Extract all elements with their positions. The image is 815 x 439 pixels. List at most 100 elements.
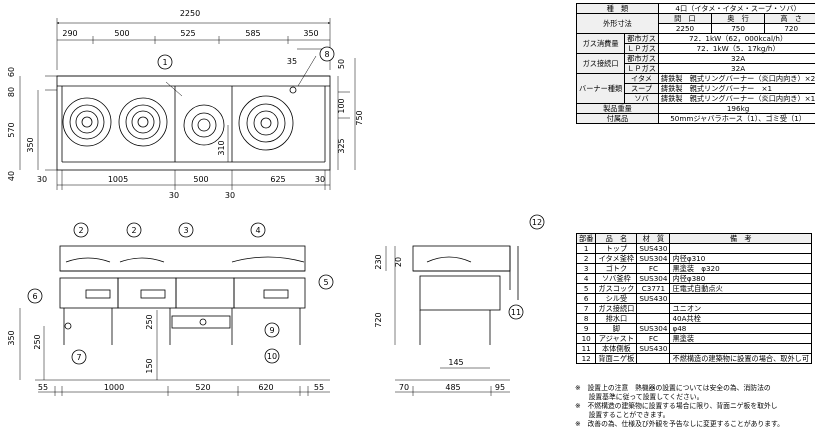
part-material: SUS304: [636, 253, 671, 264]
dim-625: 625: [270, 175, 285, 184]
part-remarks: 40A共栓: [669, 313, 813, 324]
spec-burner-soup: 鋳鉄製 親式リングバーナー ×1: [657, 83, 815, 94]
spec-consumption-city: 72．1kW（62，000kcal/h）: [657, 33, 815, 44]
callout-3: [178, 222, 194, 238]
spec-label-connection: ガス接続口: [575, 53, 626, 74]
spec-lp-gas: ＬＰガス: [624, 43, 659, 54]
spec-city-gas-2: 都市ガス: [624, 53, 659, 64]
dim-30-a: 30: [169, 191, 179, 200]
dim-500-bottom: 500: [193, 175, 208, 184]
part-no: 5: [575, 283, 597, 294]
spec-head-height: 高 さ: [764, 13, 815, 24]
part-remarks: [669, 343, 813, 354]
part-no: 2: [575, 253, 597, 264]
part-name: アジャスト: [595, 333, 638, 344]
label-8: 8: [324, 50, 329, 59]
part-no: 4: [575, 273, 597, 284]
callout-12: [529, 214, 545, 230]
part-remarks: 黒塗装 φ320: [669, 263, 813, 274]
spec-soup: スープ: [624, 83, 659, 94]
spec-label-size: 外形寸法: [576, 13, 659, 34]
callout-4: [250, 222, 266, 238]
spec-width: 2250: [657, 23, 713, 34]
part-name: 排水口: [595, 313, 638, 324]
note-line: ※ 不燃構造の建築物に設置する場合に限り、背面ニゲ板を取外し: [575, 402, 778, 410]
part-no: 3: [575, 263, 597, 274]
part-name: ガス接続口: [595, 303, 638, 314]
callout-8: [319, 46, 335, 62]
spec-city-gas: 都市ガス: [624, 33, 659, 44]
dim-30-right: 30: [315, 175, 325, 184]
part-no: 8: [575, 313, 597, 324]
part-name: ソバ釜枠: [595, 273, 638, 284]
parts-head-material: 材 質: [636, 233, 671, 244]
part-name: トップ: [595, 243, 638, 254]
spec-burner-soba: 鋳鉄製 親式リングバーナー（炎口内向き）×1: [657, 93, 815, 104]
spec-conn-city: 32A: [657, 53, 815, 64]
front-dim-55-right: 55: [314, 383, 324, 392]
dim-325: 325: [337, 138, 346, 153]
part-name: イタメ釜枠: [595, 253, 638, 264]
dim-750: 750: [355, 110, 364, 125]
callout-1: [157, 54, 173, 70]
note-line: ※ 設置上の注意 熱機器の設置については安全の為、消防法の: [575, 384, 771, 392]
note-line: ※ 改善の為、仕様及び外観を予告なしに変更することがあります。: [575, 420, 784, 428]
spec-table: 種 類 4口（イタメ・イタメ・スープ・ソバ） 外形寸法 間 口 奥 行 高 さ …: [575, 3, 815, 124]
dim-1005: 1005: [108, 175, 128, 184]
dim-30-b: 30: [225, 191, 235, 200]
spec-height: 720: [764, 23, 815, 34]
dim-overall: 2250: [180, 9, 200, 18]
spec-accessories: 50mmジャバラホース（1）、ゴミ受（1）: [657, 113, 815, 124]
dim-350: 350: [303, 29, 318, 38]
callout-5: [318, 274, 334, 290]
spec-head-width: 間 口: [657, 13, 713, 24]
label-2b: 2: [131, 226, 136, 235]
label-2: 2: [78, 226, 83, 235]
callout-2: [73, 222, 89, 238]
dim-570: 570: [7, 122, 16, 137]
label-3: 3: [183, 226, 188, 235]
spec-soba: ソバ: [624, 93, 659, 104]
dim-310: 310: [217, 140, 226, 155]
front-dim-150-mid: 150: [145, 358, 154, 373]
part-material: SUS430: [636, 293, 671, 304]
spec-conn-lp: 32A: [657, 63, 815, 74]
front-view: [19, 245, 330, 396]
callout-2b: [126, 222, 142, 238]
parts-head-name: 品 名: [595, 233, 638, 244]
part-no: 10: [575, 333, 597, 344]
part-material: SUS430: [636, 243, 671, 254]
dim-350-left: 350: [26, 137, 35, 152]
front-dim-250: 250: [33, 334, 42, 349]
callout-10: [264, 348, 280, 364]
part-remarks: 内径φ380: [669, 273, 813, 284]
side-view: [385, 245, 519, 396]
part-no: 1: [575, 243, 597, 254]
dim-30-left: 30: [37, 175, 47, 184]
part-name: シル受: [595, 293, 638, 304]
spec-consumption-lp: 72．1kW（5．17kg/h）: [657, 43, 815, 54]
spec-head-depth: 奥 行: [711, 13, 766, 24]
label-12: 12: [532, 218, 542, 227]
part-remarks: ユニオン: [669, 303, 813, 314]
callout-11: [508, 304, 524, 320]
spec-itame: イタメ: [624, 73, 659, 84]
side-dim-95: 95: [495, 383, 505, 392]
spec-type: 4口（イタメ・イタメ・スープ・ソバ）: [657, 3, 815, 14]
front-dim-350: 350: [7, 330, 16, 345]
part-remarks: [669, 243, 813, 254]
dim-60: 60: [7, 67, 16, 77]
dim-100: 100: [337, 98, 346, 113]
label-5: 5: [323, 278, 328, 287]
side-dim-230: 230: [374, 254, 383, 269]
